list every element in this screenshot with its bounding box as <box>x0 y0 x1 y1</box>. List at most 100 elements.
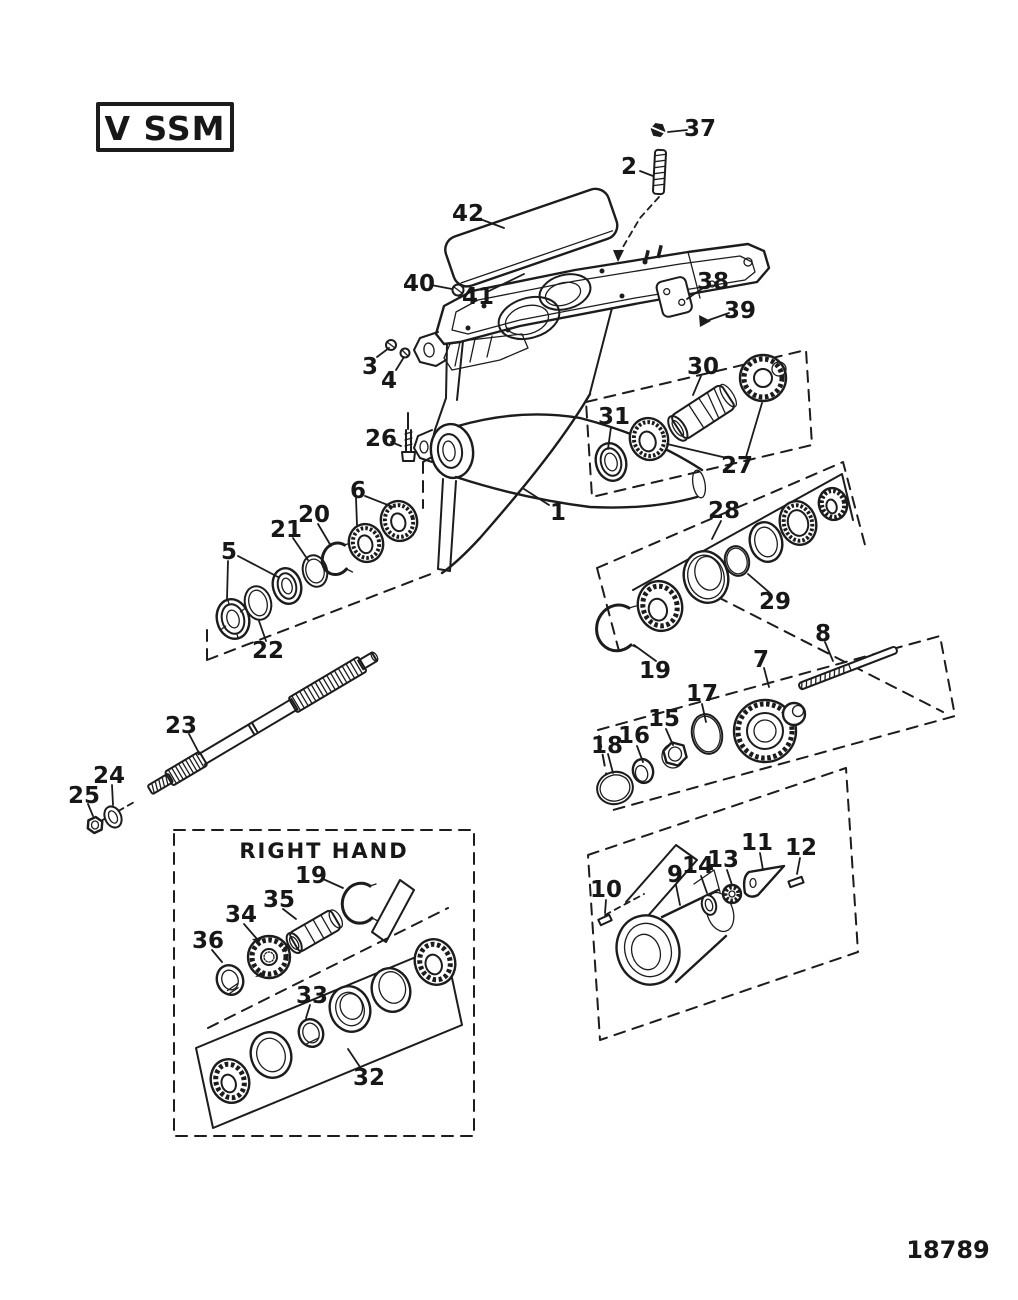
panel-32 <box>195 944 463 1129</box>
bolt-26-drawing <box>401 412 416 462</box>
screw-4-drawing <box>399 347 411 359</box>
washer-24-drawing <box>103 805 123 829</box>
gear-7-drawing <box>732 698 807 764</box>
callout-16: 16 <box>618 723 650 749</box>
callout-11: 11 <box>741 830 773 856</box>
screw-39-drawing <box>699 315 711 327</box>
race-28c-drawing <box>748 521 784 563</box>
oring-18-drawing <box>596 770 634 806</box>
driveshaft-23-drawing <box>147 651 379 795</box>
leader-lines <box>87 129 834 1071</box>
sleeve-35-drawing <box>285 909 344 954</box>
bearing-28e-drawing <box>817 486 849 522</box>
nut-15-drawing <box>661 741 688 769</box>
axis-dash-28-to-7 <box>699 587 944 713</box>
stud-8-drawing <box>798 645 898 691</box>
race-32d-drawing <box>249 1031 293 1079</box>
bearing-32e-drawing <box>209 1058 251 1104</box>
model-code-box: V SSM <box>96 102 234 152</box>
callout-13: 13 <box>707 847 739 873</box>
inset-divider-dash <box>207 907 449 1029</box>
callout-labels: 37 2 42 40 41 38 39 3 4 26 30 31 27 1 5 … <box>68 116 831 1091</box>
callout-29: 29 <box>759 589 791 615</box>
bearing-27a-drawing <box>628 416 670 462</box>
callout-26: 26 <box>365 426 397 452</box>
panel-9 <box>625 844 698 918</box>
snap-ring-20-drawing <box>320 541 354 577</box>
callout-21: 21 <box>270 517 302 543</box>
sleeve-30-drawing <box>667 383 738 442</box>
callout-35: 35 <box>263 887 295 913</box>
callout-36: 36 <box>192 928 224 954</box>
screw-40-drawing <box>451 283 465 297</box>
seal-5a-drawing <box>215 598 251 640</box>
callout-19-inset: 19 <box>295 863 327 889</box>
callout-17: 17 <box>686 681 718 707</box>
model-code-label: V SSM <box>105 109 226 148</box>
callout-18: 18 <box>591 733 623 759</box>
callout-14: 14 <box>682 853 714 879</box>
callout-38: 38 <box>697 269 729 295</box>
callout-1: 1 <box>550 500 566 526</box>
drawing-number: 18789 <box>906 1236 990 1264</box>
callout-28: 28 <box>708 498 740 524</box>
callout-24: 24 <box>93 763 125 789</box>
inset-title: RIGHT HAND <box>239 839 408 863</box>
pin10-axis-dash <box>604 893 645 916</box>
cover-plate-42-drawing <box>444 187 619 288</box>
callout-19-upper: 19 <box>639 658 671 684</box>
race-32b-drawing <box>370 967 412 1013</box>
callout-42: 42 <box>452 201 484 227</box>
callout-31: 31 <box>598 404 630 430</box>
callout-6: 6 <box>350 478 366 504</box>
ring-16-drawing <box>631 757 655 785</box>
callout-7: 7 <box>753 647 769 673</box>
screw-3-drawing <box>385 339 397 351</box>
nut-25-drawing <box>86 815 104 835</box>
callout-5: 5 <box>221 539 237 565</box>
bearing-28a-drawing <box>636 579 684 633</box>
snap-ring-19-inset-drawing <box>340 881 379 925</box>
oring-29-drawing <box>723 545 751 577</box>
group-box-9-14 <box>587 767 859 1041</box>
pin-10-drawing <box>597 913 613 927</box>
callout-20: 20 <box>298 502 330 528</box>
callout-37: 37 <box>684 116 716 142</box>
bearing-6a-drawing <box>347 522 385 564</box>
callout-12: 12 <box>785 835 817 861</box>
callout-8: 8 <box>815 621 831 647</box>
callout-34: 34 <box>225 902 257 928</box>
sleeve-33-drawing <box>297 1017 325 1049</box>
solid-panels <box>195 473 854 1129</box>
seal-5b-drawing <box>271 567 303 605</box>
gearcase-housing-drawing <box>413 242 771 575</box>
pin-12-drawing <box>787 875 805 889</box>
callout-39: 39 <box>724 298 756 324</box>
callout-15: 15 <box>648 706 680 732</box>
callout-22: 22 <box>252 638 284 664</box>
nut-13-drawing <box>721 883 743 905</box>
callout-25: 25 <box>68 783 100 809</box>
panel-19-inset <box>371 879 415 943</box>
anode-cone-11-drawing <box>742 864 786 898</box>
callout-23: 23 <box>165 713 197 739</box>
stud2-axis-dash <box>619 196 660 253</box>
race-32c-drawing <box>328 985 372 1033</box>
callout-33: 33 <box>296 983 328 1009</box>
callout-2: 2 <box>621 154 637 180</box>
race-28b-drawing <box>682 550 730 604</box>
oring-22-drawing <box>243 585 273 621</box>
washer-14-drawing <box>700 894 718 916</box>
callout-27: 27 <box>721 453 753 479</box>
stud2-arrowhead <box>613 250 624 262</box>
bearing-carrier-9-drawing <box>615 869 735 986</box>
callout-10: 10 <box>590 877 622 903</box>
callout-40: 40 <box>403 271 435 297</box>
callout-9: 9 <box>667 862 683 888</box>
stud-2-drawing <box>652 148 667 196</box>
nut-37-drawing <box>650 123 666 138</box>
seal-31-drawing <box>594 442 628 482</box>
callout-32: 32 <box>353 1065 385 1091</box>
